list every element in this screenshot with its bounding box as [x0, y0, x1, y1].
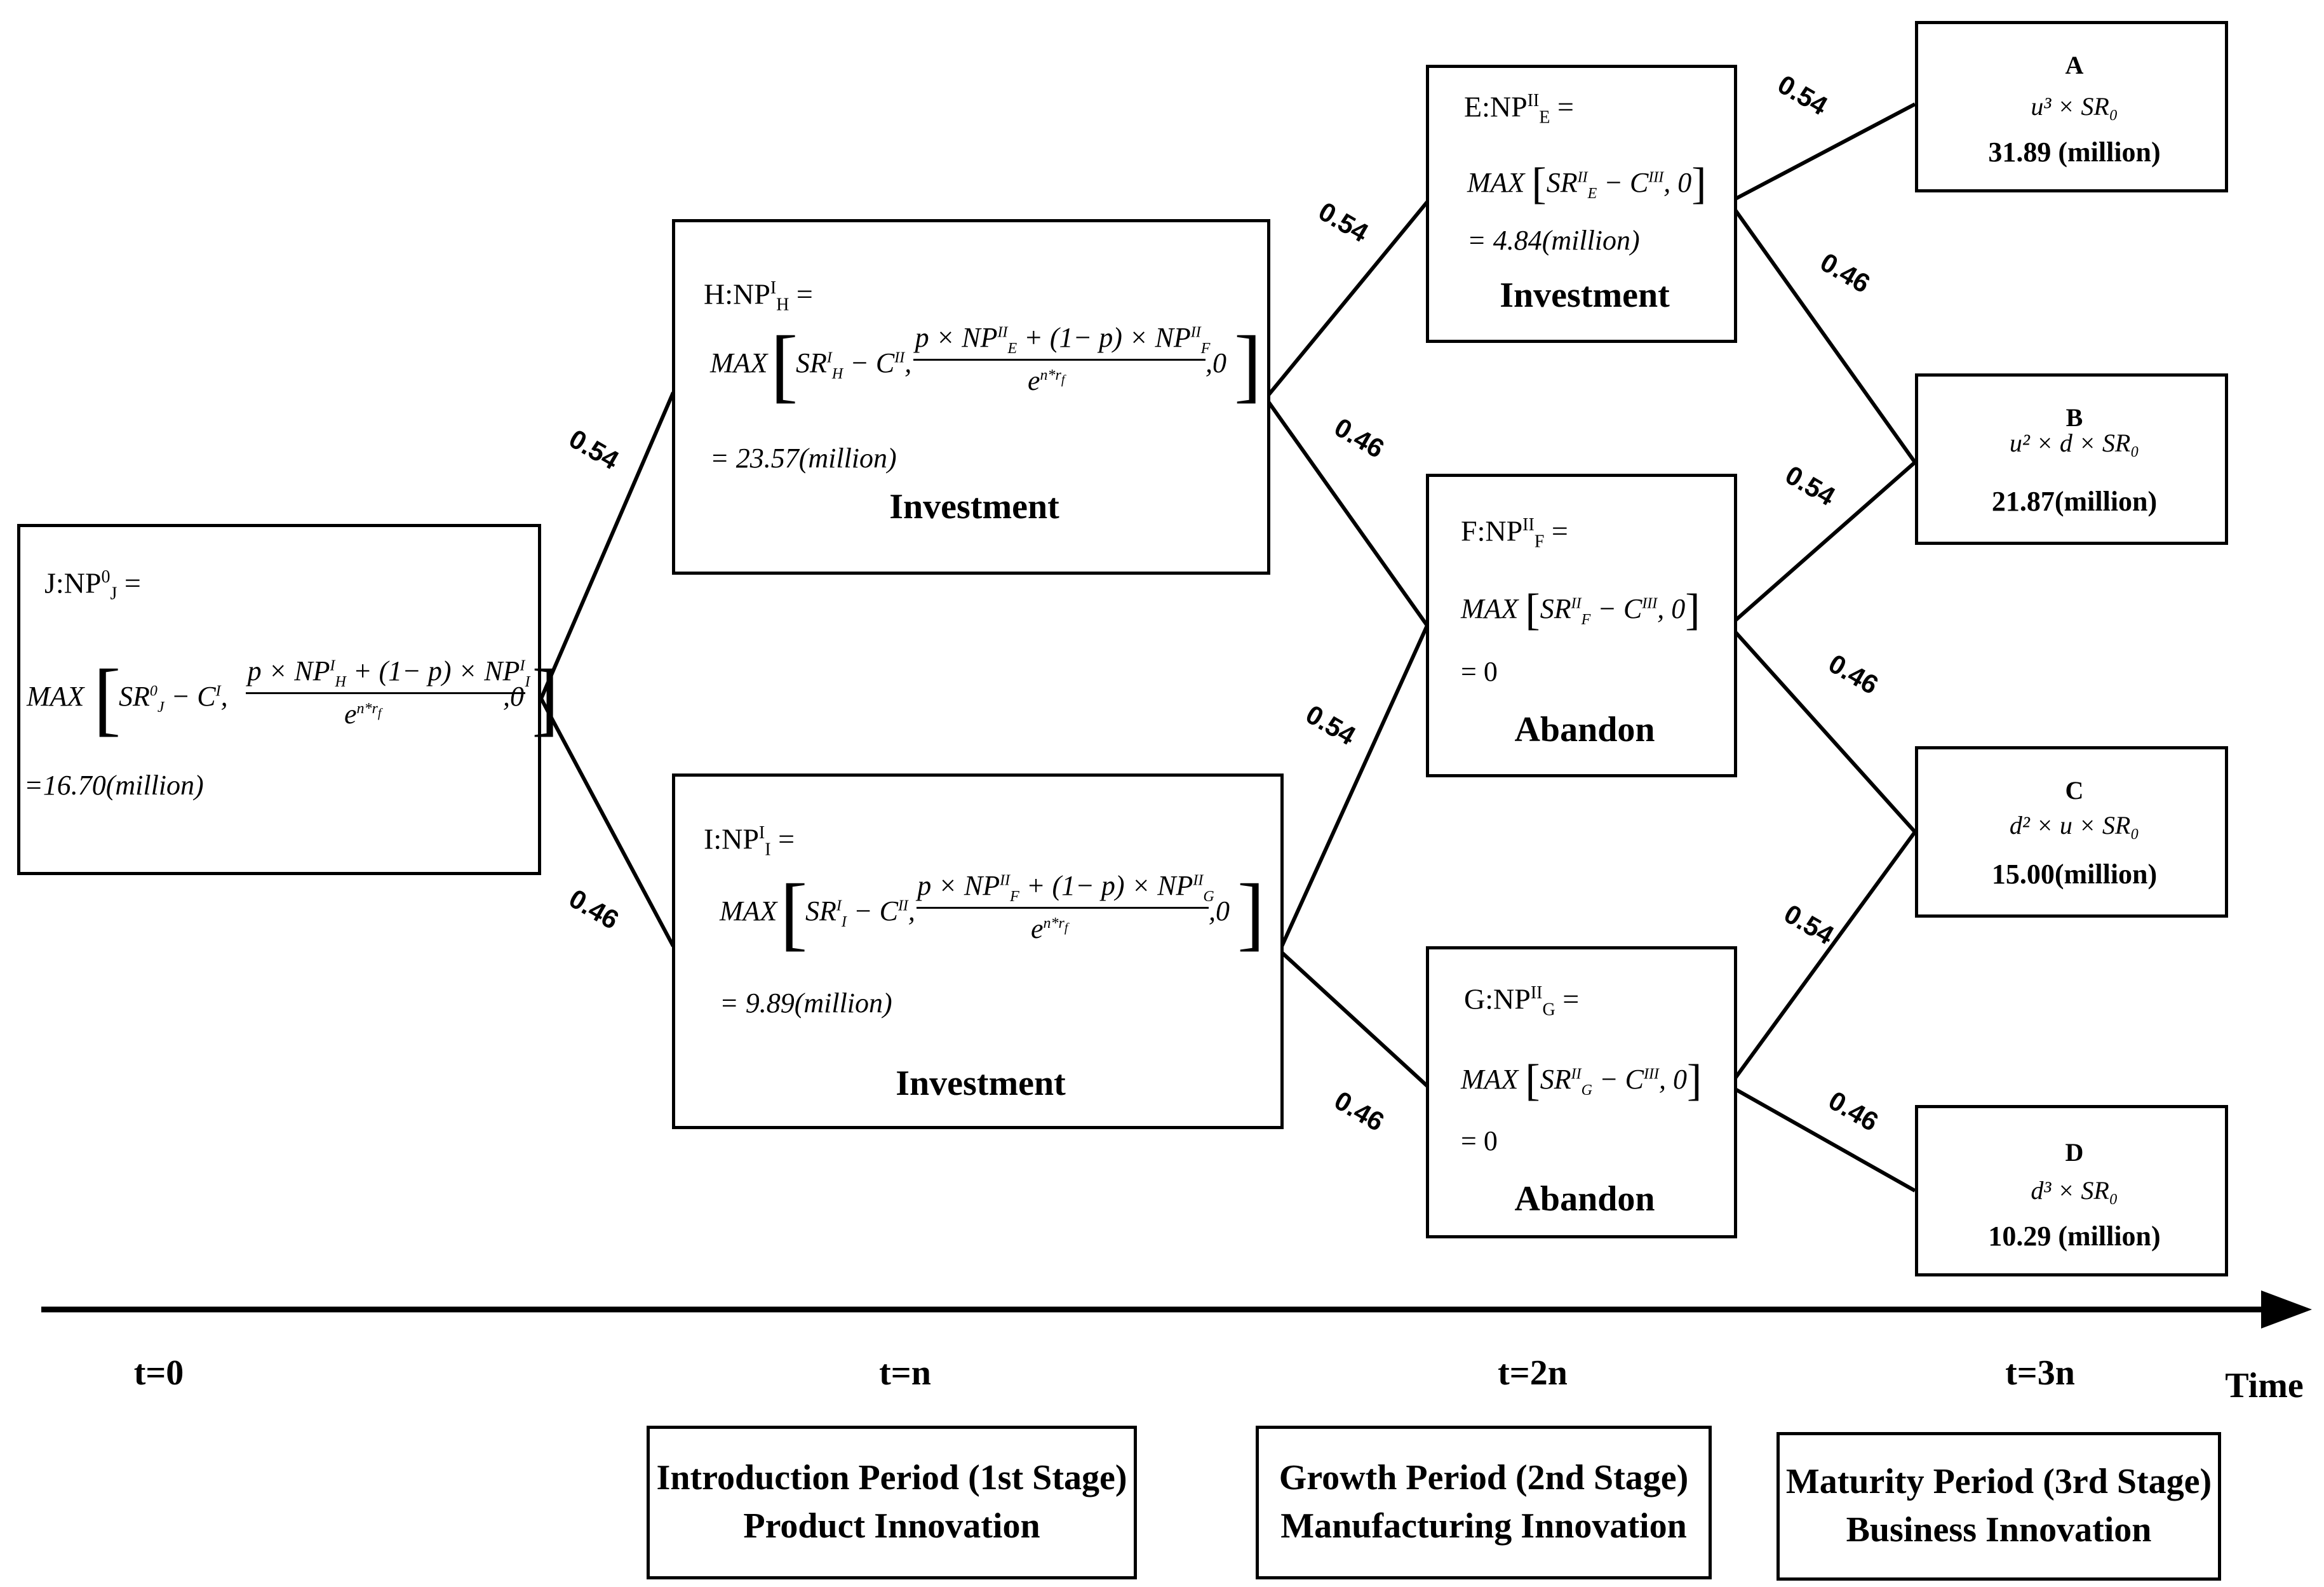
node-c-title: C — [2065, 776, 2084, 805]
node-a-formula: u³ × SR₀ — [2031, 92, 2118, 121]
node-g-value: = 0 — [1461, 1125, 1498, 1156]
period-2-line2: Manufacturing Innovation — [1280, 1506, 1687, 1546]
node-h-label: H:NP — [704, 278, 770, 311]
node-a-title: A — [2065, 51, 2084, 79]
period-1-line1: Introduction Period (1st Stage) — [656, 1458, 1127, 1498]
node-b-formula: u² × d × SR₀ — [2009, 429, 2140, 457]
edge-h-e — [1264, 201, 1429, 399]
period-3-line2: Business Innovation — [1846, 1510, 2152, 1550]
node-d: D d³ × SR₀ 10.29 (million) — [1915, 1105, 2228, 1276]
edge-g-d — [1728, 1084, 1916, 1193]
node-c-formula: d² × u × SR₀ — [2009, 811, 2140, 840]
edge-h-f — [1264, 397, 1429, 627]
node-e-label: E:NP — [1464, 90, 1528, 123]
time-label-t1: t=n — [879, 1353, 931, 1393]
node-h-caption: Investment — [889, 487, 1059, 526]
node-j-label: J:NP — [44, 566, 102, 599]
node-i-caption: Investment — [896, 1064, 1066, 1103]
node-a-value: 31.89 (million) — [1988, 137, 2161, 168]
edge-j-h — [539, 391, 675, 700]
time-label-t0: t=0 — [133, 1353, 184, 1393]
node-f-formula: MAX [SRIIF − CIII, 0] — [1461, 586, 1700, 634]
node-d-formula: d³ × SR₀ — [2031, 1176, 2118, 1205]
node-j-value: =16.70(million) — [24, 770, 204, 801]
period-box-1: Introduction Period (1st Stage) Product … — [647, 1426, 1137, 1579]
period-box-3: Maturity Period (3rd Stage) Business Inn… — [1777, 1432, 2221, 1581]
edge-e-a — [1728, 102, 1916, 204]
edge-f-c — [1728, 624, 1917, 834]
node-c-value: 15.00(million) — [1991, 859, 2158, 890]
time-label-t2: t=2n — [1498, 1353, 1568, 1393]
node-e-formula: MAX [SRIIE − CIII, 0] — [1467, 159, 1707, 208]
period-1-line2: Product Innovation — [743, 1506, 1040, 1546]
edge-i-f — [1278, 624, 1429, 952]
node-h-value: = 23.57(million) — [710, 443, 897, 474]
time-axis-label: Time — [2225, 1366, 2304, 1405]
edge-i-g — [1278, 949, 1429, 1088]
node-g: G:NPIIG = MAX [SRIIG − CIII, 0] = 0 Aban… — [1426, 946, 1737, 1238]
node-b-value: 21.87(million) — [1991, 486, 2158, 517]
node-c: C d² × u × SR₀ 15.00(million) — [1915, 746, 2228, 918]
node-a: A u³ × SR₀ 31.89 (million) — [1915, 21, 2228, 192]
node-f: F:NPIIF = MAX [SRIIF − CIII, 0] = 0 Aban… — [1426, 474, 1737, 777]
node-b-title: B — [2065, 403, 2083, 432]
node-i-value: = 9.89(million) — [720, 988, 892, 1019]
time-axis-arrowhead — [2261, 1290, 2312, 1329]
node-f-value: = 0 — [1461, 656, 1498, 687]
node-e: E:NPIIE = MAX [SRIIE − CIII, 0] = 4.84(m… — [1426, 65, 1737, 343]
node-g-formula: MAX [SRIIG − CIII, 0] — [1461, 1056, 1702, 1105]
node-f-caption: Abandon — [1514, 710, 1655, 749]
node-f-label: F:NP — [1461, 514, 1523, 547]
node-d-value: 10.29 (million) — [1988, 1221, 2161, 1252]
period-3-line1: Maturity Period (3rd Stage) — [1785, 1462, 2212, 1502]
node-i-label: I:NP — [704, 822, 759, 855]
edge-g-c — [1728, 831, 1917, 1087]
node-h: H:NPIH = MAX [ SRIH − CII, p × NPIIE + (… — [672, 219, 1270, 575]
node-d-title: D — [2065, 1138, 2084, 1167]
node-b: B u² × d × SR₀ 21.87(million) — [1915, 373, 2228, 545]
edge-f-b — [1728, 460, 1916, 627]
node-g-label: G:NP — [1464, 982, 1531, 1015]
node-g-caption: Abandon — [1514, 1179, 1655, 1219]
edge-e-b — [1728, 201, 1917, 464]
period-2-line1: Growth Period (2nd Stage) — [1279, 1458, 1689, 1498]
period-box-2: Growth Period (2nd Stage) Manufacturing … — [1256, 1426, 1712, 1579]
node-j: J:NP0J = MAX [ SR0J − CI, p × NPIH + (1−… — [17, 524, 559, 875]
edge-j-i — [539, 697, 675, 948]
node-e-value: = 4.84(million) — [1467, 225, 1640, 256]
node-i: I:NPII = MAX [ SRII − CII, p × NPIIF + (… — [672, 773, 1284, 1129]
time-label-t3: t=3n — [2005, 1353, 2075, 1393]
node-e-caption: Investment — [1500, 276, 1670, 315]
